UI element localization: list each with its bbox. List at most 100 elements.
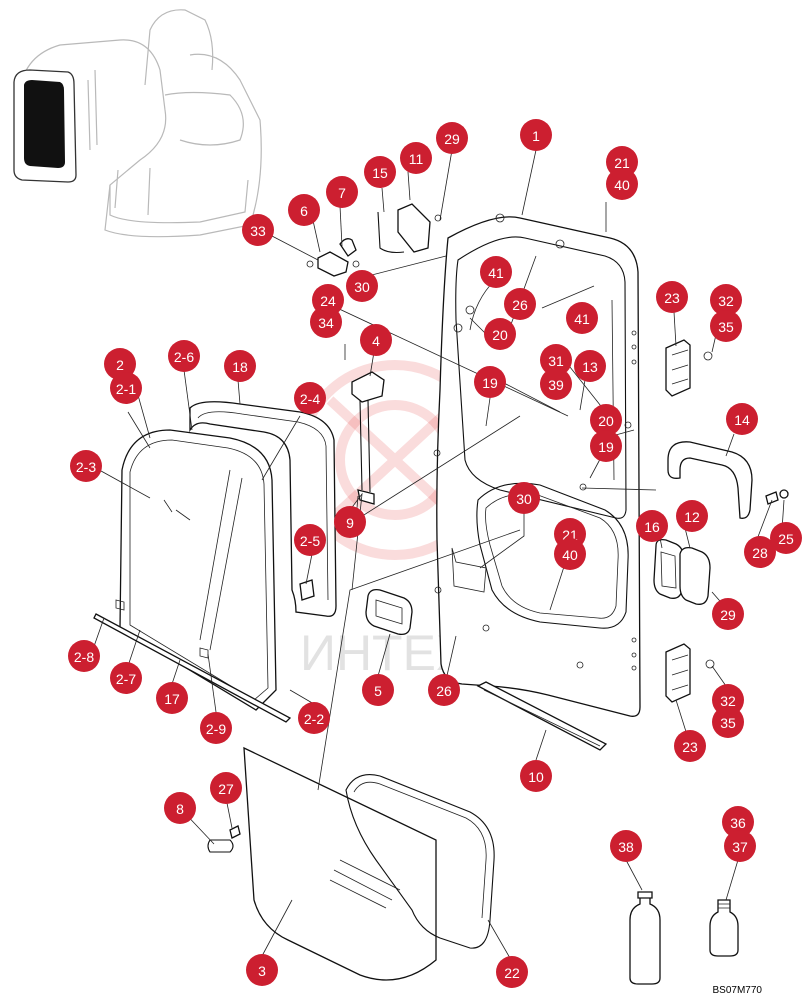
callout-35b: 35: [712, 706, 744, 738]
callout-badge: [298, 702, 330, 734]
callout-19a: 19: [474, 366, 506, 398]
plate-12: [679, 546, 711, 605]
callout-label: 21: [614, 155, 630, 171]
callout-5: 5: [362, 674, 394, 706]
callout-14: 14: [726, 403, 758, 435]
callout-label: 29: [720, 607, 736, 623]
callout-badge: [712, 598, 744, 630]
callout-13: 13: [574, 350, 606, 382]
callout-20b: 20: [590, 404, 622, 436]
callout-label: 2-5: [300, 533, 320, 549]
callout-32b: 32: [712, 684, 744, 716]
callout-label: 17: [164, 691, 180, 707]
lock-rod-assembly: [351, 371, 385, 505]
callout-label: 34: [318, 315, 334, 331]
callout-label: 30: [354, 279, 370, 295]
callout-badge: [110, 662, 142, 694]
callout-36: 36: [722, 806, 754, 838]
bottle-37: [709, 899, 739, 957]
callout-badge: [210, 772, 242, 804]
callout-26b: 26: [428, 674, 460, 706]
callout-badge: [606, 146, 638, 178]
callout-6: 6: [288, 194, 320, 226]
callout-label: 33: [250, 223, 266, 239]
callout-label: 25: [778, 531, 794, 547]
callout-label: 14: [734, 412, 750, 428]
callout-41a: 41: [480, 256, 512, 288]
callout-badge: [636, 510, 668, 542]
callout-badge: [70, 450, 102, 482]
callout-label: 9: [346, 515, 354, 531]
callout-11: 11: [400, 142, 432, 174]
callout-label: 40: [562, 547, 578, 563]
callout-label: 32: [720, 693, 736, 709]
callout-30a: 30: [346, 270, 378, 302]
bottle-38: [629, 891, 661, 985]
callout-badge: [724, 830, 756, 862]
callout-badge: [656, 281, 688, 313]
callout-badge: [710, 284, 742, 316]
callout-badge: [590, 430, 622, 462]
callout-label: 11: [409, 151, 424, 167]
callout-label: 22: [504, 965, 520, 981]
callout-label: 23: [664, 290, 680, 306]
callout-badge: [68, 640, 100, 672]
callout-badge: [110, 372, 142, 404]
callout-2: 2: [104, 348, 136, 380]
callout-label: 37: [732, 839, 748, 855]
callout-23b: 23: [674, 730, 706, 762]
callout-label: 29: [444, 131, 460, 147]
callout-label: 20: [492, 327, 508, 343]
callout-badge: [346, 270, 378, 302]
callout-23a: 23: [656, 281, 688, 313]
callout-label: 23: [682, 739, 698, 755]
rail-10: [476, 681, 608, 751]
callout-2-9: 2-9: [200, 712, 232, 744]
callout-12: 12: [676, 500, 708, 532]
callout-label: 24: [320, 293, 336, 309]
lower-glass-3: [243, 746, 437, 981]
callout-label: 41: [488, 265, 504, 281]
callout-label: 26: [436, 683, 452, 699]
callout-badge: [606, 168, 638, 200]
callout-32a: 32: [710, 284, 742, 316]
callout-badge: [156, 682, 188, 714]
callout-badge: [540, 368, 572, 400]
callout-label: 3: [258, 963, 266, 979]
latch-6-7: [306, 238, 360, 277]
grab-handle: [667, 441, 753, 519]
callout-1: 1: [520, 119, 552, 151]
callout-label: 2-2: [304, 711, 324, 727]
callout-16: 16: [636, 510, 668, 542]
callout-label: 10: [528, 769, 544, 785]
hinge-lower: [665, 643, 715, 703]
callout-badge: [770, 522, 802, 554]
callout-badge: [242, 214, 274, 246]
callout-18: 18: [224, 350, 256, 382]
callout-15: 15: [364, 156, 396, 188]
callout-34: 34: [310, 306, 342, 338]
callout-label: 6: [300, 203, 308, 219]
callout-21: 21: [606, 146, 638, 178]
callout-37: 37: [724, 830, 756, 862]
callout-badge: [200, 712, 232, 744]
seal-22: [345, 774, 495, 949]
callout-label: 2-9: [206, 721, 226, 737]
callout-2-8: 2-8: [68, 640, 100, 672]
callout-label: 35: [720, 715, 736, 731]
callout-label: 41: [574, 311, 590, 327]
callout-badge: [484, 318, 516, 350]
callout-badge: [674, 730, 706, 762]
callout-26a: 26: [504, 288, 536, 320]
callout-badge: [480, 256, 512, 288]
callout-19b: 19: [590, 430, 622, 462]
callout-label: 18: [232, 359, 248, 375]
callout-2-5: 2-5: [294, 524, 326, 556]
callout-2-4: 2-4: [294, 382, 326, 414]
callout-badge: [428, 674, 460, 706]
callout-3: 3: [246, 954, 278, 986]
callout-badge: [104, 348, 136, 380]
cab-overview-illustration: [13, 9, 262, 238]
drawing-code: BS07M770: [712, 985, 762, 996]
